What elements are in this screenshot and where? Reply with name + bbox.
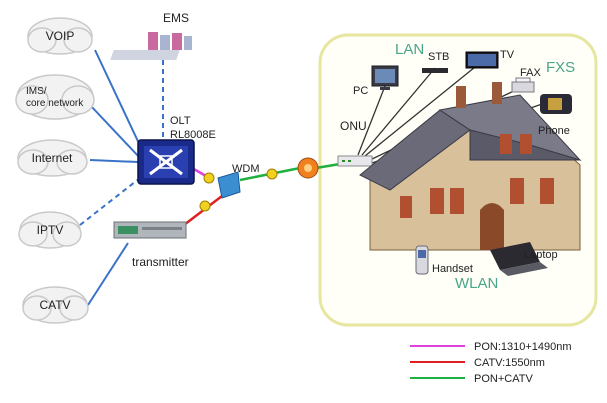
- phone-label: Phone: [538, 125, 570, 137]
- onu-icon: [337, 155, 373, 167]
- phone-icon: [540, 94, 572, 114]
- ims-label-2: core network: [26, 98, 84, 109]
- house-icon: [359, 82, 582, 251]
- fxs-label: FXS: [546, 59, 575, 76]
- splitter-icon: [297, 157, 319, 179]
- catv-cloud: [22, 286, 89, 324]
- clouds: [15, 17, 95, 324]
- internet-cloud: [17, 139, 88, 177]
- ims-label-1: IMS/: [26, 86, 47, 97]
- olt-device-icon: [137, 139, 195, 185]
- wdm-icon: [217, 171, 241, 199]
- pc-icon: [371, 65, 399, 90]
- onu-label: ONU: [340, 119, 367, 133]
- laptop-icon: [490, 242, 548, 276]
- dashed-links: [79, 60, 164, 226]
- catv-link: [87, 242, 129, 306]
- transmitter-icon: [113, 221, 187, 239]
- ems-server-icon: [110, 32, 192, 60]
- wdm-label: WDM: [232, 163, 260, 175]
- voip-link: [94, 49, 144, 153]
- pc-label: PC: [353, 85, 368, 97]
- service-links: [87, 49, 144, 306]
- catv-label: CATV: [39, 298, 70, 312]
- legend: PON:1310+1490nm CATV:1550nm PON+CATV: [410, 341, 572, 385]
- ims-link: [89, 104, 141, 159]
- voip-cloud: [27, 17, 93, 55]
- stb-icon: [422, 68, 448, 73]
- handset-label: Handset: [432, 263, 473, 275]
- iptv-link: [79, 177, 141, 226]
- tv-icon: [465, 51, 499, 69]
- legend-label-catv: CATV:1550nm: [474, 357, 545, 369]
- fax-label: FAX: [520, 67, 541, 79]
- tv-label: TV: [500, 49, 515, 61]
- iptv-cloud: [18, 211, 82, 249]
- laptop-label: Laptop: [524, 249, 558, 261]
- lan-label: LAN: [395, 41, 424, 58]
- ems-label: EMS: [163, 11, 189, 25]
- ims-cloud: [15, 74, 95, 120]
- onu-fiber-link: [315, 162, 341, 170]
- connector-icon: [199, 168, 278, 212]
- catv-fiber-link: [179, 195, 223, 229]
- handset-icon: [415, 245, 429, 275]
- legend-label-pon: PON:1310+1490nm: [474, 341, 572, 353]
- fax-icon: [511, 77, 535, 93]
- voip-label: VOIP: [46, 29, 75, 43]
- legend-label-pon-catv: PON+CATV: [474, 373, 533, 385]
- olt-model-label: RL8008E: [170, 129, 216, 141]
- transmitter-label: transmitter: [132, 255, 189, 269]
- wlan-label: WLAN: [455, 275, 498, 292]
- internet-link: [89, 159, 139, 163]
- internet-label: Internet: [32, 151, 73, 165]
- olt-label: OLT: [170, 115, 191, 127]
- stb-label: STB: [428, 51, 449, 63]
- iptv-label: IPTV: [37, 223, 64, 237]
